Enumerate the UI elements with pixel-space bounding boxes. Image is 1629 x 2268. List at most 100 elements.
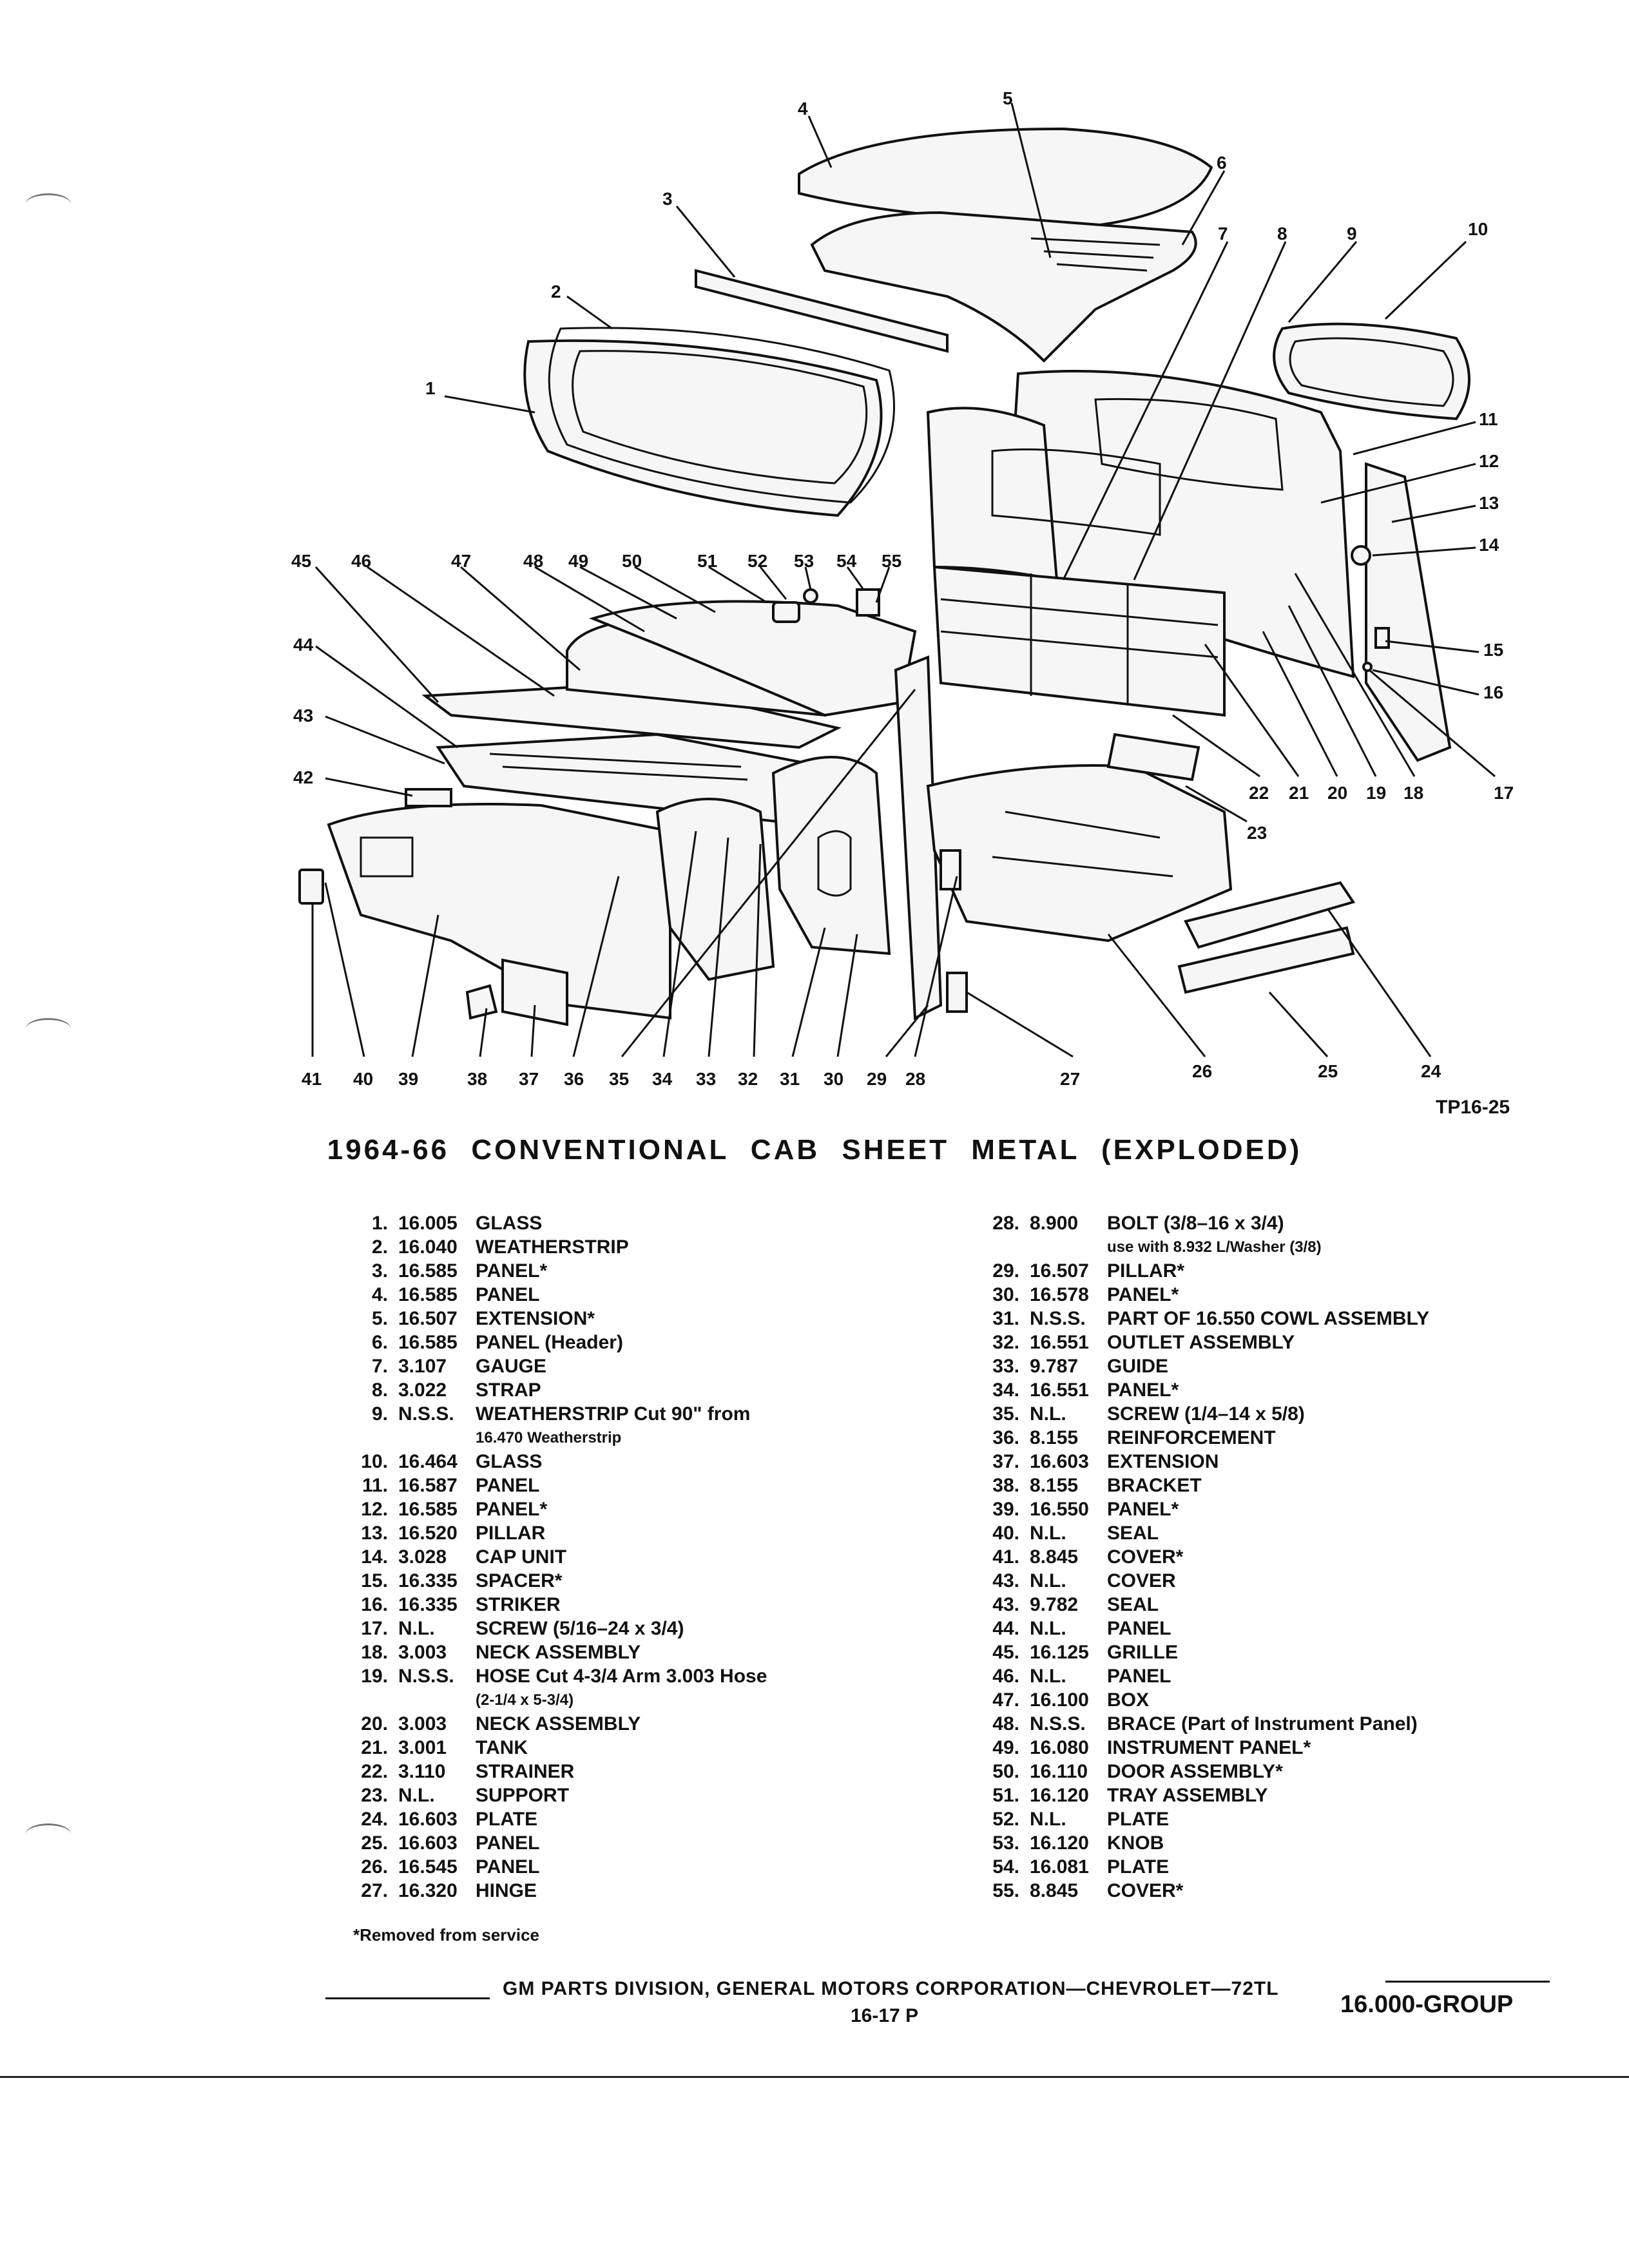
item-description-group: KNOB <box>1107 1831 1164 1855</box>
item-number: 43. <box>992 1594 1019 1615</box>
item-description-group: NECK ASSEMBLY <box>476 1640 641 1664</box>
item-description: SCREW (1/4–14 x 5/8) <box>1107 1403 1305 1425</box>
callout-47: 47 <box>451 551 471 571</box>
item-code: 8.845 <box>1030 1880 1079 1901</box>
item-number: 33. <box>992 1356 1019 1377</box>
item-code: 16.120 <box>1030 1832 1089 1854</box>
item-description-group: PANEL* <box>1107 1283 1179 1307</box>
callout-12: 12 <box>1479 451 1499 471</box>
item-description: CAP UNIT <box>476 1546 567 1568</box>
item-description: COVER <box>1107 1570 1176 1591</box>
item-number: 10. <box>361 1451 388 1472</box>
parts-list-item: 19.N.S.S.HOSE Cut 4-3/4 Arm 3.003 Hose(2… <box>348 1664 928 1712</box>
item-description-group: INSTRUMENT PANEL* <box>1107 1736 1311 1760</box>
item-code: 8.155 <box>1030 1475 1079 1496</box>
item-description-group: SEAL <box>1107 1593 1159 1617</box>
item-description-note: use with 8.932 L/Washer (3/8) <box>1107 1238 1322 1256</box>
item-description-group: PART OF 16.550 COWL ASSEMBLY <box>1107 1307 1429 1331</box>
item-description: DOOR ASSEMBLY* <box>1107 1761 1283 1782</box>
item-description-group: SPACER* <box>476 1569 562 1593</box>
callout-36: 36 <box>564 1069 584 1089</box>
item-description-group: STRIKER <box>476 1593 561 1617</box>
item-description: HOSE Cut 4-3/4 Arm 3.003 Hose <box>476 1666 767 1687</box>
callout-22: 22 <box>1249 783 1269 803</box>
item-description: INSTRUMENT PANEL* <box>1107 1737 1311 1758</box>
item-number: 30. <box>992 1284 1019 1305</box>
item-code: N.L. <box>1030 1809 1066 1830</box>
item-description-group: PANEL <box>476 1855 539 1879</box>
callout-44: 44 <box>293 635 314 655</box>
item-code: 3.028 <box>398 1546 447 1568</box>
item-description: GRILLE <box>1107 1642 1178 1663</box>
item-number: 48. <box>992 1713 1019 1735</box>
item-description-group: SCREW (1/4–14 x 5/8) <box>1107 1402 1305 1426</box>
item-code: 16.551 <box>1030 1379 1089 1401</box>
item-description-group: PANEL <box>476 1474 539 1497</box>
item-number: 40. <box>992 1523 1019 1544</box>
item-code: 16.585 <box>398 1260 458 1282</box>
parts-list-item: 14. 3.028 CAP UNIT <box>348 1545 928 1569</box>
item-description-group: WEATHERSTRIP <box>476 1235 629 1259</box>
callout-20: 20 <box>1327 783 1347 803</box>
item-number: 23. <box>361 1785 388 1806</box>
item-code: 16.578 <box>1030 1284 1089 1305</box>
item-description-group: HINGE <box>476 1879 537 1903</box>
item-description-group: BOX <box>1107 1688 1149 1712</box>
item-description-group: BRACKET <box>1107 1474 1202 1497</box>
callout-43: 43 <box>293 706 313 726</box>
item-code: 16.080 <box>1030 1737 1089 1758</box>
parts-list-item: 43.N.L.COVER <box>979 1569 1534 1593</box>
item-description-group: SCREW (5/16–24 x 3/4) <box>476 1617 684 1640</box>
item-description-group: TANK <box>476 1736 528 1760</box>
callout-9: 9 <box>1347 224 1357 244</box>
diagram-caption: 1964-66 CONVENTIONAL CAB SHEET METAL (EX… <box>327 1134 1302 1166</box>
item-code: 16.585 <box>398 1499 458 1520</box>
item-description: SCREW (5/16–24 x 3/4) <box>476 1618 684 1639</box>
callout-35: 35 <box>609 1069 629 1089</box>
item-code: N.L. <box>1030 1523 1066 1544</box>
group-label: 16.000-GROUP <box>1340 1991 1514 2018</box>
item-code: 8.900 <box>1030 1213 1079 1234</box>
item-description: PANEL* <box>1107 1284 1179 1305</box>
callout-5: 5 <box>1003 88 1013 108</box>
item-number: 35. <box>992 1403 1019 1425</box>
callout-21: 21 <box>1289 783 1309 803</box>
item-description-group: CAP UNIT <box>476 1545 566 1569</box>
parts-list-item: 36. 8.155 REINFORCEMENT <box>979 1426 1534 1450</box>
callout-26: 26 <box>1192 1061 1212 1081</box>
item-code: 16.587 <box>398 1475 458 1496</box>
item-code: 16.081 <box>1030 1856 1089 1878</box>
item-number: 25. <box>361 1832 388 1854</box>
item-description-group: PANEL <box>476 1831 539 1855</box>
item-description: GAUGE <box>476 1356 547 1377</box>
item-description: PLATE <box>476 1809 538 1830</box>
callout-13: 13 <box>1479 493 1499 513</box>
item-code: 16.585 <box>398 1332 458 1353</box>
item-number: 36. <box>992 1427 1019 1448</box>
parts-list-item: 30. 16.578 PANEL* <box>979 1283 1534 1307</box>
item-description: PANEL <box>476 1832 540 1854</box>
item-description-group: REINFORCEMENT <box>1107 1426 1276 1450</box>
item-description-group: NECK ASSEMBLY <box>476 1712 641 1736</box>
item-description-group: PANEL (Header) <box>476 1331 623 1354</box>
item-number: 14. <box>361 1546 388 1568</box>
item-description-group: SEAL <box>1107 1521 1159 1545</box>
scan-mark <box>26 193 71 215</box>
item-code: 8.155 <box>1030 1427 1079 1448</box>
item-code: 16.603 <box>1030 1451 1089 1472</box>
callout-48: 48 <box>523 551 543 571</box>
